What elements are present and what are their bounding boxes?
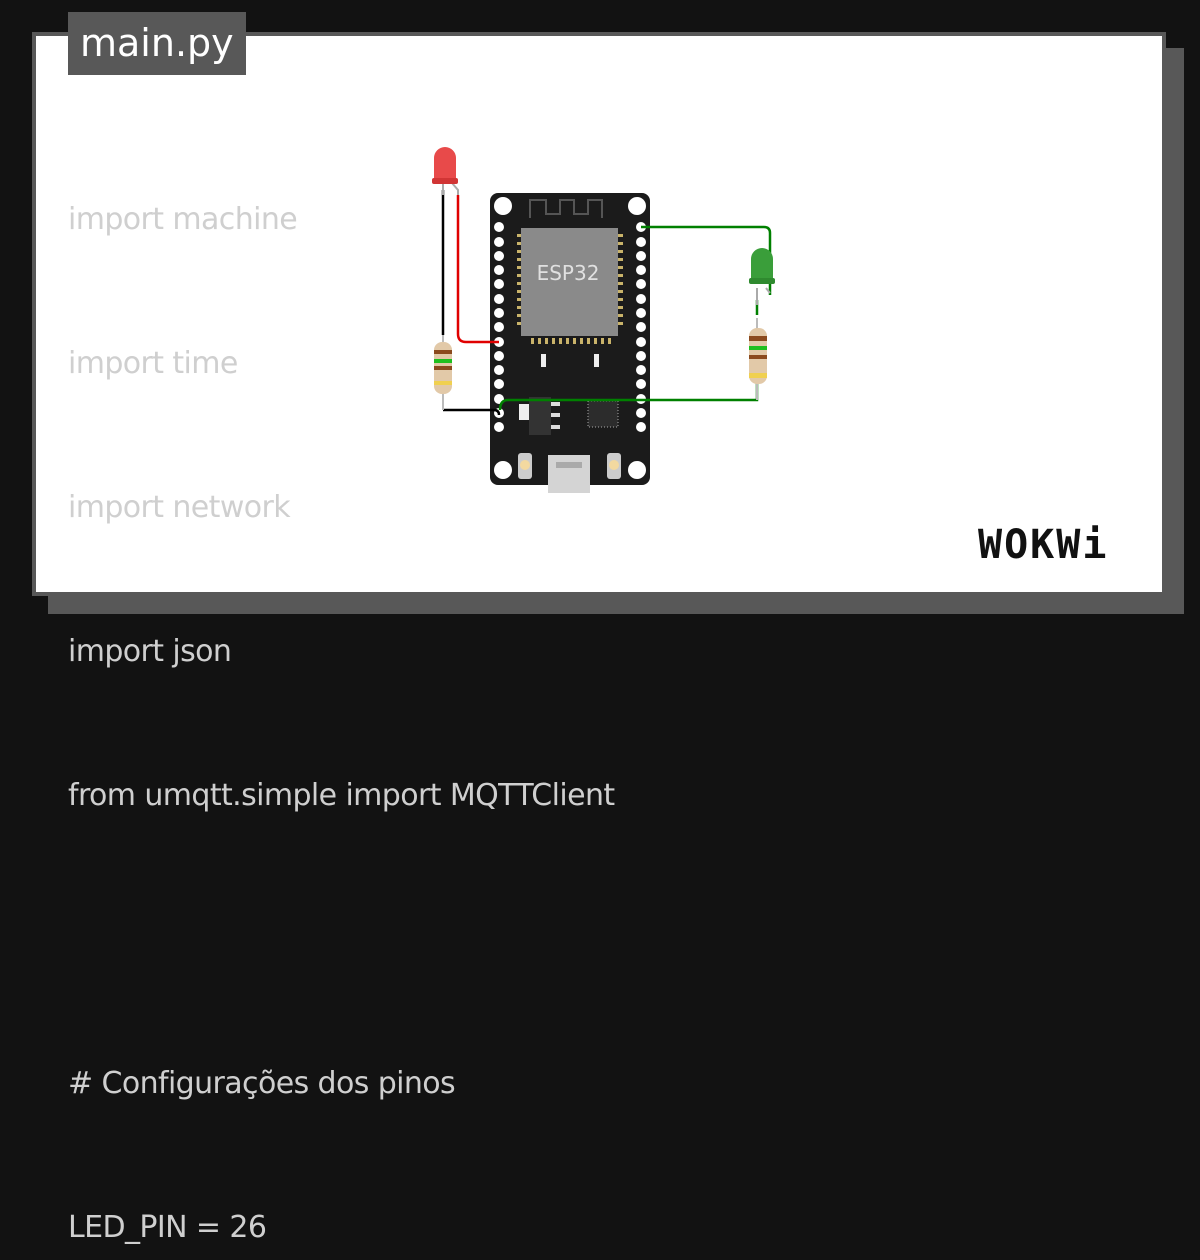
green-led[interactable] [749,248,775,305]
esp32-board[interactable]: ESP32 [490,193,650,493]
chip-label: ESP32 [537,261,600,285]
esp32-chip [521,228,618,336]
red-led[interactable] [432,147,459,195]
wokwi-logo: WOKWi [978,522,1109,568]
code-line: import network [68,490,291,525]
file-tab[interactable]: main.py [68,12,246,75]
code-line: import json [68,634,232,669]
file-tab-label: main.py [80,21,234,65]
code-line: # Configurações dos pinos [68,1066,456,1101]
resistor-right[interactable] [749,318,767,400]
red-wire [456,195,499,344]
code-line: import time [68,346,238,381]
circuit-diagram: ESP32 [432,147,775,493]
code-line: LED_PIN = 26 [68,1210,267,1245]
code-line: from umqtt.simple import MQTTClient [68,778,615,813]
green-wire-signal [641,225,772,295]
green-wire-gnd [498,380,759,411]
resistor-left[interactable] [434,335,452,410]
code-line [68,916,945,964]
code-line: import machine [68,202,298,237]
black-wire-gnd [443,408,501,416]
